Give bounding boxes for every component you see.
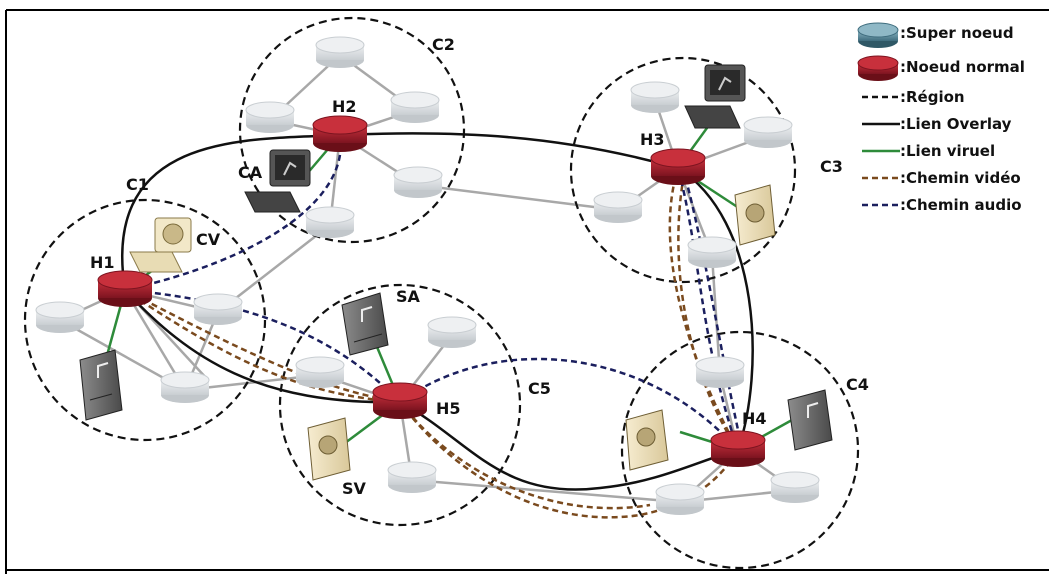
legend-super-node-icon: [857, 22, 899, 48]
router-icon: [387, 461, 437, 493]
region-c1-circle: [23, 198, 267, 442]
video-server-c4-icon: [625, 409, 669, 471]
legend-label-normal-node: :Noeud normal: [900, 58, 1025, 76]
legend: :Super noeud :Noeud normal :Région :Lien…: [857, 22, 1025, 214]
region-c3-circle: [569, 56, 797, 284]
router-icon: [245, 101, 295, 133]
legend-label-region: :Région: [900, 88, 965, 106]
computer-icon: [684, 64, 746, 129]
region-c5-label: C5: [528, 379, 551, 398]
super-node-h5-label: H5: [436, 399, 461, 418]
endpoint-ca-label: CA: [238, 163, 263, 182]
super-node-h1-icon: [97, 270, 153, 307]
super-node-h4-icon: [710, 430, 766, 467]
router-icon: [655, 483, 705, 515]
super-node-h4-label: H4: [742, 409, 767, 428]
super-node-h3-label: H3: [640, 130, 665, 149]
router-icon: [305, 206, 355, 238]
router-icon: [687, 236, 737, 268]
router-icon: [193, 293, 243, 325]
endpoint-sa-label: SA: [396, 287, 421, 306]
audio-server-icon: [341, 292, 389, 356]
client-audio-computer-icon: [244, 149, 311, 213]
legend-label-virtual-link: :Lien viruel: [900, 142, 995, 160]
overlay-h5-h4: [399, 400, 739, 491]
super-nodes: [97, 115, 766, 467]
router-icon: [295, 356, 345, 388]
endpoint-sv-label: SV: [342, 479, 367, 498]
router-icon: [743, 116, 793, 148]
video-server-icon: [734, 184, 776, 246]
region-c1-label: C1: [126, 175, 149, 194]
legend-label-super-node: :Super noeud: [900, 24, 1014, 42]
legend-label-video-path: :Chemin vidéo: [900, 169, 1021, 187]
normal-routers: [35, 36, 820, 515]
router-icon: [695, 356, 745, 388]
legend-label-overlay-link: :Lien Overlay: [900, 115, 1012, 133]
server-icon: [79, 349, 123, 421]
video-path: [124, 167, 740, 519]
audio-server-c4-icon: [787, 389, 833, 451]
overlay-h3-h4: [677, 166, 754, 451]
super-node-h1-label: H1: [90, 253, 115, 272]
super-node-h5-icon: [372, 382, 428, 419]
region-c4-circle: [620, 330, 860, 570]
overlay-h1-h2: [121, 133, 341, 291]
region-c2-circle: [238, 16, 466, 244]
regions: [23, 16, 860, 570]
video-server-sv-icon: [307, 417, 351, 481]
audio-path: [124, 134, 744, 451]
super-node-h3-icon: [650, 148, 706, 185]
router-icon: [593, 191, 643, 223]
overlay-links: [121, 132, 754, 491]
region-c5-circle: [278, 283, 522, 527]
overlay-h1-h5: [124, 289, 401, 404]
client-video-computer-icon: [129, 217, 192, 273]
router-icon: [393, 166, 443, 198]
region-c3-label: C3: [820, 157, 843, 176]
region-c2-label: C2: [432, 35, 455, 54]
router-icon: [315, 36, 365, 68]
endpoint-cv-label: CV: [196, 230, 221, 249]
super-node-h2-label: H2: [332, 97, 357, 116]
super-node-h2-icon: [312, 115, 368, 152]
router-icon: [35, 301, 85, 333]
router-icon: [390, 91, 440, 123]
router-icon: [160, 371, 210, 403]
router-icon: [770, 471, 820, 503]
router-icon: [630, 81, 680, 113]
region-c4-label: C4: [846, 375, 869, 394]
overlay-h2-h3: [339, 132, 679, 170]
router-icon: [427, 316, 477, 348]
legend-normal-node-icon: [857, 55, 899, 81]
legend-label-audio-path: :Chemin audio: [900, 196, 1022, 214]
